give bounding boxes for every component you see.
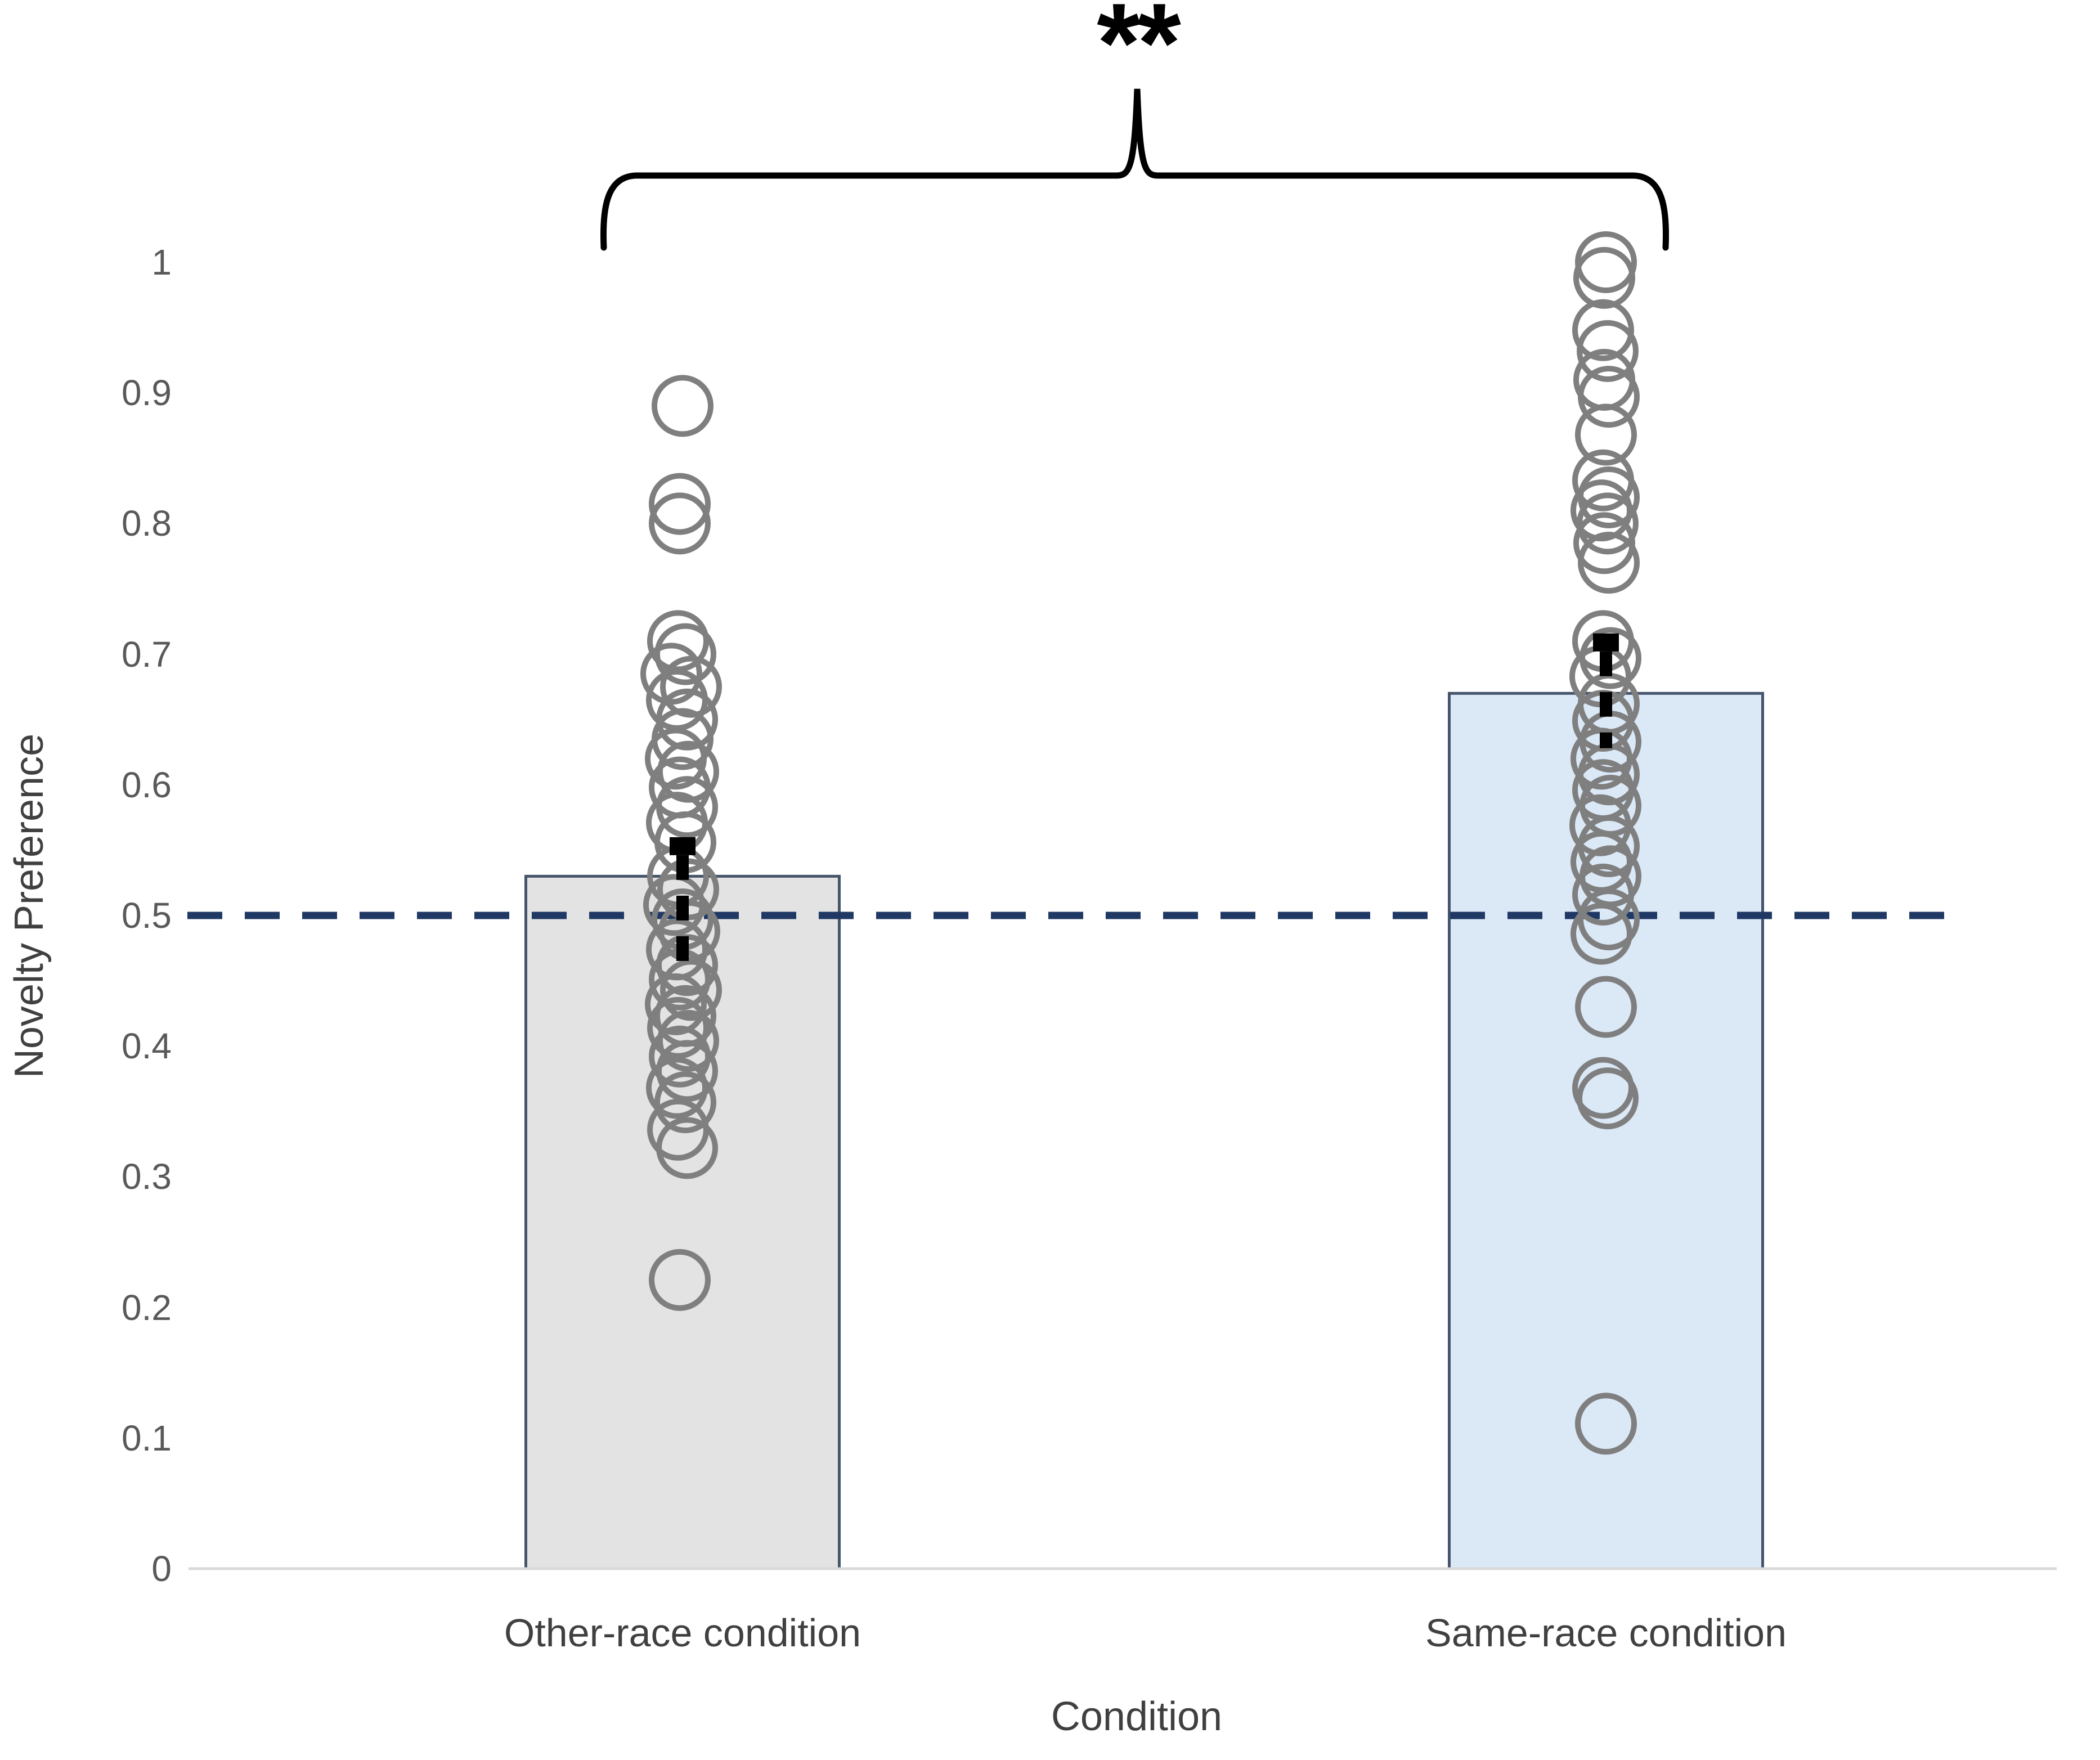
- data-point-circle: [646, 1057, 708, 1119]
- y-tick-label: 0.3: [122, 1156, 172, 1197]
- x-axis-title: Condition: [1051, 1694, 1223, 1739]
- y-tick-label: 0.1: [122, 1417, 172, 1458]
- data-point-circle: [645, 973, 707, 1035]
- data-point-circle: [1575, 976, 1637, 1038]
- data-point-circle: [1573, 246, 1635, 309]
- data-point-circle: [649, 1249, 711, 1311]
- category-label-other-race: Other-race condition: [504, 1611, 861, 1655]
- y-tick-label: 0.5: [122, 895, 172, 936]
- category-label-same-race: Same-race condition: [1425, 1611, 1787, 1655]
- data-point-circle: [1578, 532, 1640, 594]
- y-tick-label: 0.7: [122, 634, 172, 675]
- y-tick-label: 0.6: [122, 764, 172, 805]
- bar-other-race: [524, 874, 841, 1570]
- data-point-circle: [654, 1071, 716, 1134]
- data-point-circle: [656, 776, 718, 838]
- data-point-circle: [1578, 366, 1640, 428]
- data-point-circle: [1578, 888, 1640, 950]
- bar-same-race: [1448, 692, 1764, 1570]
- data-point-circle: [1577, 492, 1639, 555]
- data-point-circle: [649, 1025, 711, 1088]
- data-point-circle: [654, 623, 716, 685]
- data-point-circle: [656, 1117, 718, 1179]
- data-point-circle: [1572, 863, 1634, 926]
- y-tick-label: 0.8: [122, 503, 172, 544]
- data-point-circle: [1575, 1393, 1637, 1455]
- y-tick-label: 0.2: [122, 1287, 172, 1328]
- data-point-circle: [657, 1009, 719, 1072]
- data-point-circle: [1572, 299, 1634, 361]
- data-point-circle: [652, 375, 714, 437]
- data-point-circle: [649, 473, 711, 535]
- data-point-circle: [645, 728, 707, 790]
- data-point-circle: [649, 492, 711, 555]
- data-point-circle: [1570, 903, 1632, 965]
- y-tick-label: 0.9: [122, 372, 172, 414]
- data-point-circle: [660, 959, 722, 1021]
- data-point-circle: [1577, 320, 1639, 382]
- y-tick-label: 0.4: [122, 1026, 172, 1067]
- data-point-circle: [647, 996, 709, 1059]
- data-point-circle: [1575, 403, 1637, 466]
- data-point-circle: [1578, 466, 1640, 528]
- data-point-circle: [640, 643, 702, 705]
- y-tick-label: 1: [151, 242, 172, 282]
- significance-brace: [600, 88, 1670, 251]
- y-tick-label: 0: [151, 1548, 172, 1589]
- significance-asterisks: **: [1097, 0, 1181, 106]
- data-point-circle: [1577, 1067, 1639, 1130]
- data-point-circle: [656, 1040, 718, 1102]
